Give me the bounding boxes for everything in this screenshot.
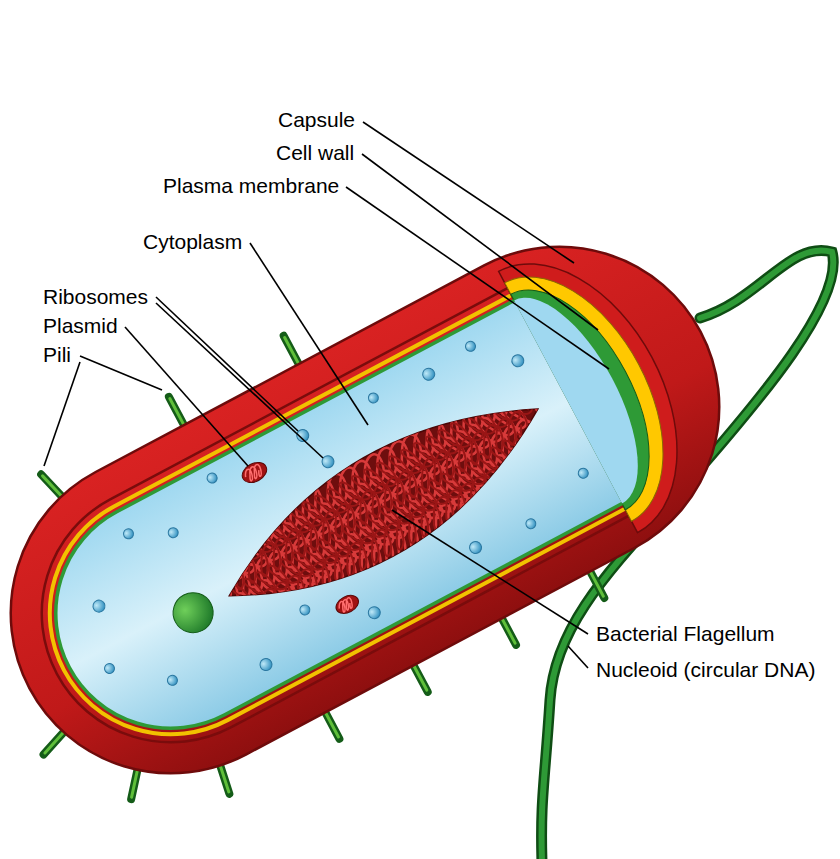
ribosome (320, 454, 336, 470)
leader-line (44, 362, 80, 466)
plasmid-body (333, 592, 362, 617)
membrane-rim (15, 300, 622, 768)
part-label: Capsule (278, 108, 355, 131)
part-label: Ribosomes (43, 285, 148, 308)
plasmid (239, 458, 270, 486)
cell-wall-rim (7, 295, 625, 777)
leader-line (80, 356, 162, 390)
ribosomes (46, 316, 602, 742)
part-label-box: Bacterial Flagellum (596, 622, 775, 646)
leader-line (156, 303, 323, 458)
dna-strand (206, 410, 534, 601)
nucleoid-dna (192, 377, 569, 644)
ribosome (103, 662, 117, 676)
ribosome (366, 605, 382, 621)
plasmid-coil (337, 597, 355, 613)
leader-line (362, 154, 598, 330)
dna-strand (230, 442, 558, 633)
part-label: Plasmid (43, 314, 118, 337)
plasmid (333, 592, 362, 617)
plasmid-body (239, 458, 270, 486)
ribosome (510, 353, 526, 369)
part-label-box: Plasma membrane (163, 174, 339, 198)
cytoplasm-depth (514, 277, 666, 504)
part-label: Cell wall (276, 141, 354, 164)
ribosome (421, 366, 437, 382)
ribosome (577, 466, 591, 480)
leader-line (392, 510, 588, 634)
leader-line (250, 243, 368, 425)
ribosome (205, 471, 219, 485)
leader-line (363, 122, 574, 263)
part-label-box: Ribosomes (43, 285, 148, 309)
ribosome (298, 603, 312, 617)
part-label-box: Nucleoid (circular DNA) (596, 658, 815, 682)
capsule-rim (0, 288, 629, 788)
ribosome (524, 517, 538, 531)
dna-strand (222, 424, 550, 615)
ribosome (467, 539, 483, 555)
nucleoid-body (202, 375, 567, 633)
capsule (0, 190, 776, 829)
part-label-box: Cell wall (276, 141, 354, 165)
ribosome (166, 674, 180, 688)
ribosome (367, 391, 381, 405)
plasmid-coil (243, 464, 264, 483)
part-label: Pili (43, 343, 71, 366)
nucleoid (191, 375, 569, 644)
part-label: Bacterial Flagellum (596, 622, 775, 645)
leader-lines (44, 122, 609, 668)
part-label: Cytoplasm (143, 230, 242, 253)
ribosome (122, 527, 136, 541)
part-label-box: Plasmid (43, 314, 118, 338)
leader-line (125, 327, 248, 466)
part-label-box: Pili (43, 343, 71, 367)
leader-line (156, 297, 298, 431)
cytoplasm (15, 300, 622, 768)
leader-line (568, 646, 588, 668)
part-label-box: Capsule (278, 108, 355, 132)
part-label-box: Cytoplasm (143, 230, 242, 254)
ribosome (166, 526, 180, 540)
leader-line (346, 187, 609, 369)
ribosome (464, 340, 478, 354)
part-label: Plasma membrane (163, 174, 339, 197)
granule (166, 586, 220, 640)
part-label: Nucleoid (circular DNA) (596, 658, 815, 681)
cell-body (0, 162, 790, 859)
ribosome (258, 656, 274, 672)
dna-strand (229, 431, 557, 622)
ribosome (91, 598, 107, 614)
